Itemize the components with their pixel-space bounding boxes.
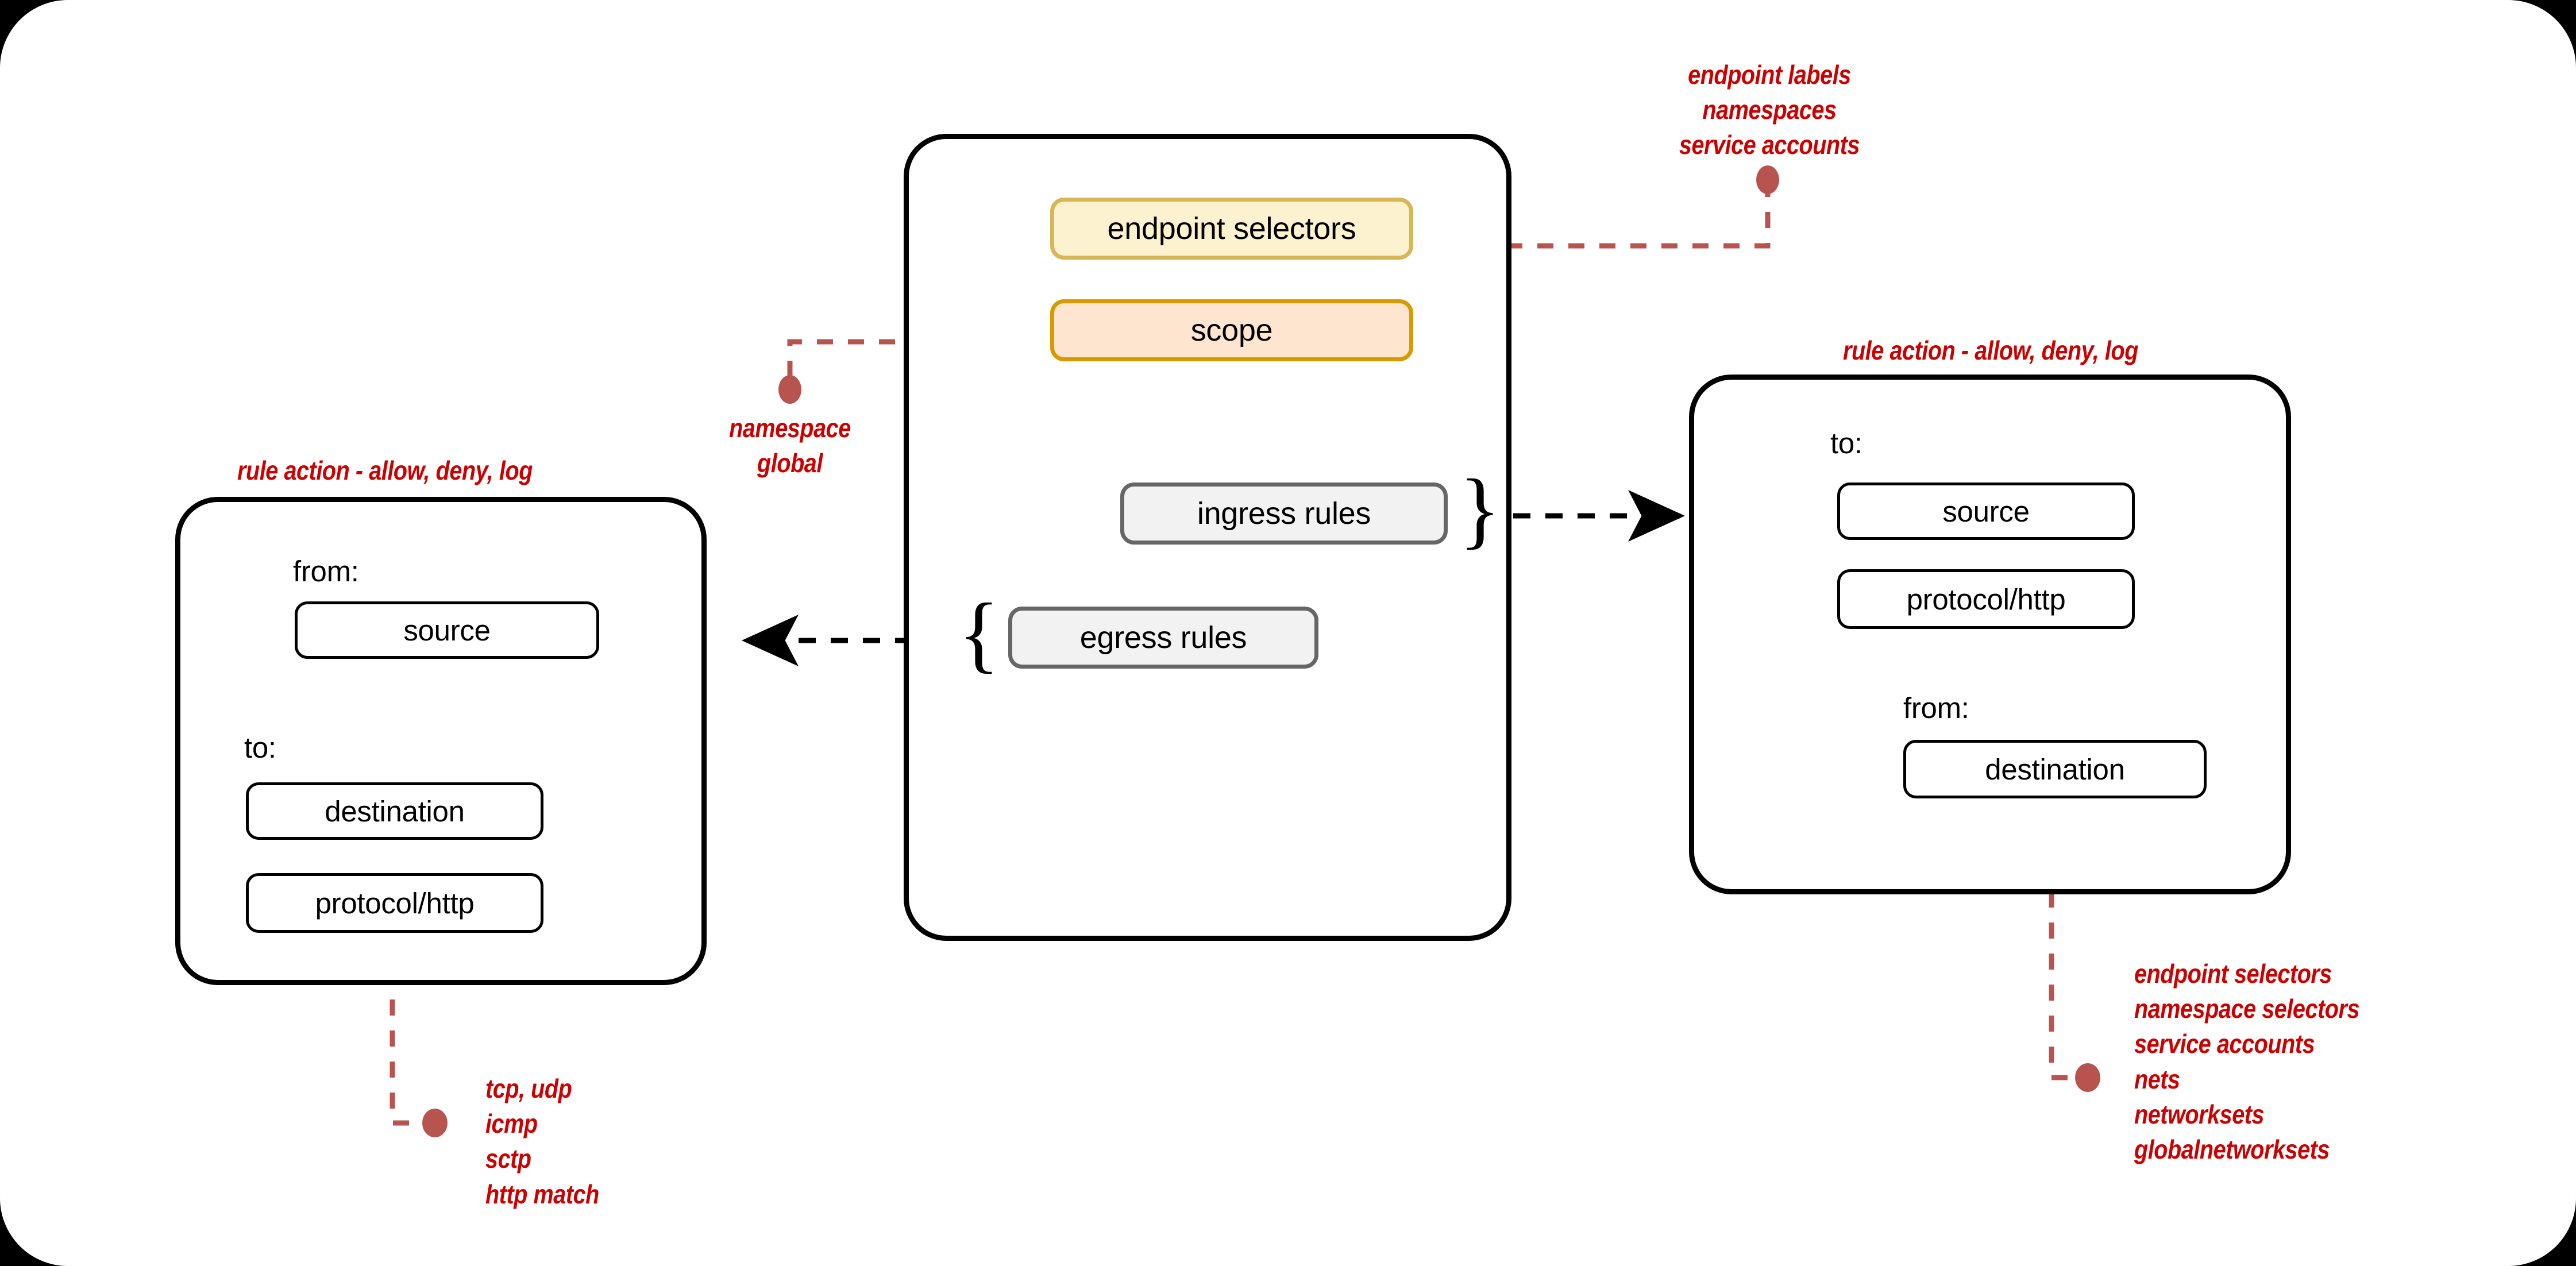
right-policy-container [1689,375,2291,894]
left-protocol-box[interactable]: protocol/http [246,873,543,933]
right-from-label: from: [1903,692,1969,724]
endpoint-selectors-annotation: endpoint labels namespaces service accou… [1679,60,1860,160]
left-from-label: from: [293,555,359,588]
scope-annotation: namespace global [729,413,851,478]
ingress-rules-box[interactable]: ingress rules [1120,483,1448,545]
left-source-box[interactable]: source [295,601,599,659]
right-destination-box[interactable]: destination [1903,740,2207,798]
scope-box[interactable]: scope [1050,299,1413,361]
right-rule-action-annotation: rule action - allow, deny, log [1843,335,2138,365]
ingress-brace: } [1459,462,1501,557]
egress-rules-box[interactable]: egress rules [1008,607,1318,669]
right-to-label: to: [1830,427,1862,460]
left-destination-box[interactable]: destination [246,782,543,840]
left-to-label: to: [244,731,276,764]
right-protocol-box[interactable]: protocol/http [1837,569,2135,629]
protocol-annotation: tcp, udp icmp sctp http match [485,1074,599,1209]
egress-brace: { [958,586,1000,681]
endpoint-selectors-box[interactable]: endpoint selectors [1050,198,1413,260]
left-rule-action-annotation: rule action - allow, deny, log [237,456,533,485]
destination-annotation: endpoint selectors namespace selectors s… [2134,959,2360,1164]
right-source-box[interactable]: source [1837,483,2135,540]
